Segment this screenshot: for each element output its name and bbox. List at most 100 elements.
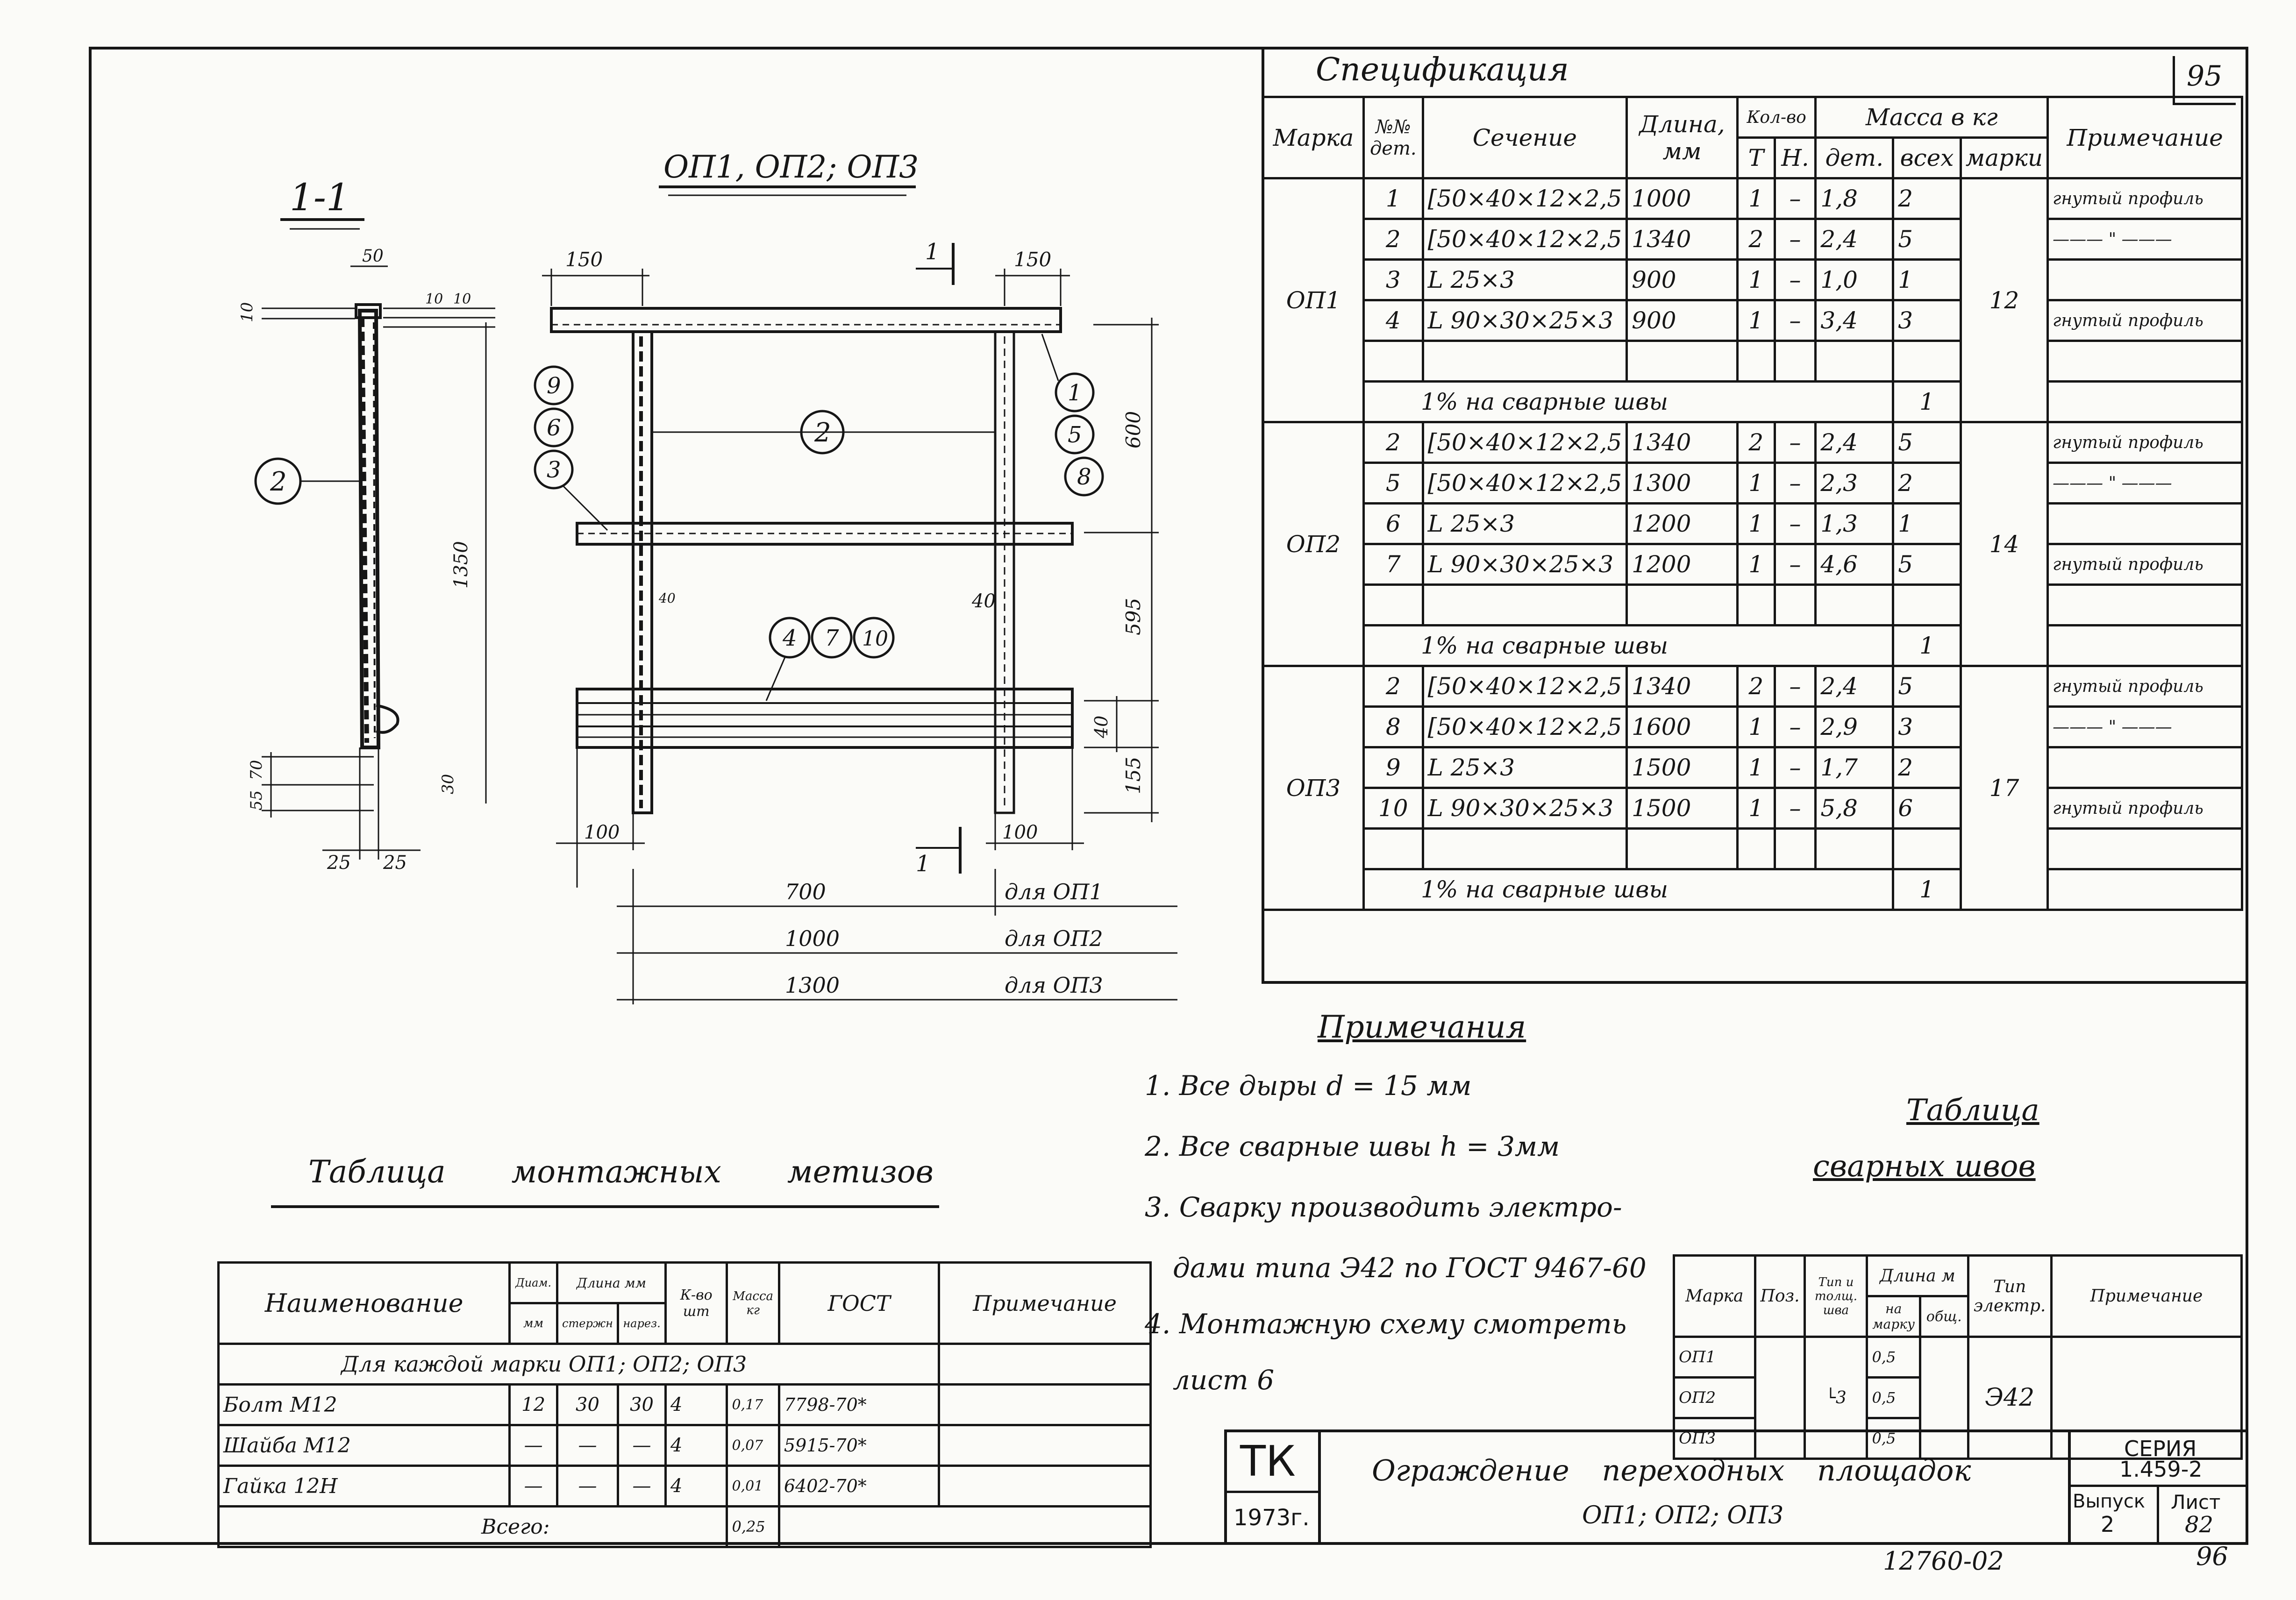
spec-note: ——— " ———	[2046, 462, 2243, 505]
spec-cell: 1	[1892, 258, 1962, 301]
weld-type-cell: └3	[1804, 1336, 1868, 1460]
dim-25-b: 25	[383, 852, 407, 874]
dim-55: 55	[247, 790, 266, 811]
spec-cell: 2	[1892, 746, 1962, 789]
spec-row	[1263, 583, 2243, 626]
weld-mark-1: ОП1	[1673, 1336, 1756, 1379]
weld-poz-cell	[1754, 1336, 1806, 1460]
spec-cell: 1	[1736, 787, 1776, 830]
callout-1: 1	[1068, 380, 1082, 406]
spec-cell: –	[1773, 502, 1817, 545]
title-name-2: ОП1; ОП2; ОП3	[1582, 1501, 1784, 1529]
spec-cell	[1421, 827, 1628, 870]
spec-note: гнутый профиль	[2046, 421, 2243, 464]
spec-cell: 6	[1362, 502, 1424, 545]
weld-table-title-2: сварных швов	[1813, 1149, 2036, 1184]
spec-cell: 5,8	[1814, 787, 1895, 830]
spec-table-block: Спецификация Марка №№ дет. Сечение Длина…	[1262, 47, 2246, 984]
hardware-table-title: Таблица монтажных метизов	[308, 1154, 934, 1190]
spec-cell: 1340	[1626, 218, 1739, 261]
hw-note-2	[938, 1424, 1152, 1467]
hw-sterzh-2: —	[556, 1424, 620, 1467]
dim-40-inner-right: 40	[971, 590, 996, 612]
spec-cell: 2	[1736, 421, 1776, 464]
spec-cell	[1626, 827, 1739, 870]
hw-kol-3: 4	[664, 1465, 728, 1508]
weld-h-tip: Тип и толщ. шва	[1804, 1254, 1868, 1338]
spec-title: Спецификация	[1316, 51, 1569, 88]
front-view-title: ОП1, ОП2; ОП3	[663, 149, 919, 185]
callout-6: 6	[547, 415, 561, 441]
spec-cell	[1362, 583, 1424, 626]
spec-note: гнутый профиль	[2046, 299, 2243, 342]
hw-group-empty	[938, 1343, 1152, 1386]
hw-sterzh-3: —	[556, 1465, 620, 1508]
spec-cell: 1600	[1626, 705, 1739, 748]
spec-weld-value: 1	[1892, 624, 1962, 667]
spec-cell: 2,4	[1814, 218, 1895, 261]
dim-30: 30	[439, 774, 457, 794]
weld-thickness: 3	[1835, 1388, 1847, 1408]
spec-cell	[1814, 583, 1895, 626]
spec-note: гнутый профиль	[2046, 177, 2243, 220]
note-4: 4. Монтажную схему смотреть	[1145, 1308, 1627, 1340]
hw-note-1	[938, 1383, 1152, 1426]
hw-h-kol: К-во шт	[664, 1261, 728, 1345]
spec-note: ——— " ———	[2046, 218, 2243, 261]
front-view: ОП1, ОП2; ОП3 150 150 1 600 595 40 155 4…	[534, 149, 1177, 1004]
spec-cell: [50×40×12×2,5	[1421, 177, 1628, 220]
notes-title: Примечания	[1318, 1009, 1526, 1045]
hw-h-diam: Диам.	[508, 1261, 558, 1304]
bottom-code: 12760-02	[1883, 1546, 2004, 1576]
note-1: 1. Все дыры d = 15 мм	[1145, 1070, 1472, 1102]
spec-cell	[1626, 583, 1739, 626]
spec-h-primech: Примечание	[2046, 96, 2243, 179]
hw-total-label: Всего:	[217, 1505, 728, 1548]
spec-cell: [50×40×12×2,5	[1421, 705, 1628, 748]
spec-cell	[1421, 583, 1628, 626]
dim-595: 595	[1122, 598, 1145, 635]
spec-cell: 2	[1362, 421, 1424, 464]
section-mark-bottom: 1	[916, 851, 930, 877]
hw-massa-1: 0,17	[726, 1383, 780, 1426]
dim-150-left: 150	[565, 248, 603, 271]
hw-sterzh-1: 30	[556, 1383, 620, 1426]
dim-155: 155	[1122, 757, 1145, 794]
spec-cell: [50×40×12×2,5	[1421, 462, 1628, 505]
title-block: ТК 1973г. Ограждение переходных площадок…	[1224, 1429, 2246, 1542]
dim-1350: 1350	[450, 541, 472, 589]
spec-note	[2046, 583, 2243, 626]
hw-note-3	[938, 1465, 1152, 1508]
spec-cell: L 25×3	[1421, 746, 1628, 789]
hardware-table: Наименование Диам. Длина мм К-во шт Масс…	[217, 1261, 1152, 1548]
hw-h-mm: мм	[508, 1302, 558, 1345]
spec-note: гнутый профиль	[2046, 665, 2243, 708]
spec-weld-note	[2046, 868, 2243, 911]
hw-total-value: 0,25	[726, 1505, 780, 1548]
weld-len-1: 0,5	[1866, 1336, 1921, 1379]
spec-cell: 4	[1362, 299, 1424, 342]
spec-mass-marki: 14	[1959, 421, 2049, 667]
spec-cell: –	[1773, 177, 1817, 220]
spec-cell: –	[1773, 299, 1817, 342]
spec-cell: 1,3	[1814, 502, 1895, 545]
spec-row	[1263, 827, 2243, 870]
section-mark-top: 1	[925, 239, 940, 265]
hw-h-primech: Примечание	[938, 1261, 1152, 1345]
spec-cell: 7	[1362, 543, 1424, 586]
spec-cell: –	[1773, 258, 1817, 301]
spec-cell: 2	[1736, 665, 1776, 708]
hw-massa-3: 0,01	[726, 1465, 780, 1508]
weld-h-primech: Примечание	[2050, 1254, 2243, 1338]
spec-cell: 2	[1362, 218, 1424, 261]
spec-cell: 900	[1626, 299, 1739, 342]
spec-cell	[1736, 340, 1776, 383]
spec-cell: –	[1773, 746, 1817, 789]
spec-row	[1263, 340, 2243, 383]
